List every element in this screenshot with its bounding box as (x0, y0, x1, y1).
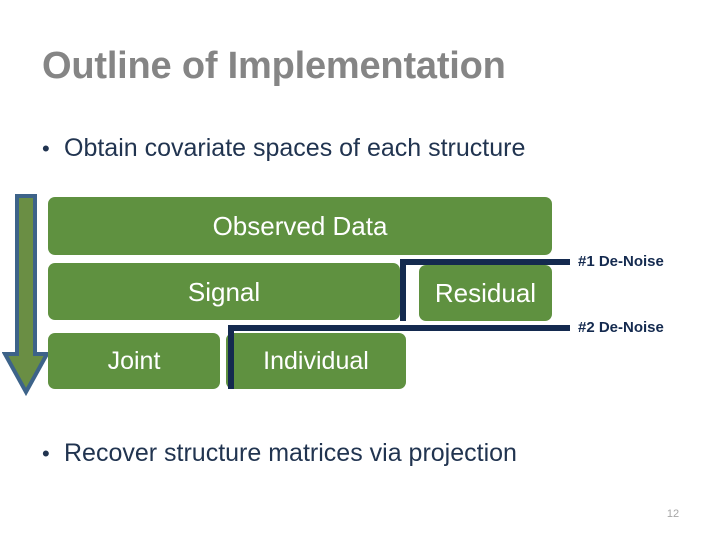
diagram-box-signal[interactable]: Signal (48, 263, 400, 320)
annotation-denoise-2: #2 De-Noise (578, 319, 664, 336)
bullet-text: Recover structure matrices via projectio… (64, 439, 517, 467)
connector-line-denoise-1-horizontal (400, 259, 570, 265)
diagram-box-residual[interactable]: Residual (419, 265, 552, 321)
down-arrow-icon (2, 194, 50, 396)
connector-line-denoise-2-horizontal (228, 325, 570, 331)
annotation-denoise-1: #1 De-Noise (578, 253, 664, 270)
diagram-box-observed-data[interactable]: Observed Data (48, 197, 552, 255)
bullet-item-obtain-covariate-spaces: • Obtain covariate spaces of each struct… (42, 133, 525, 164)
bullet-dot-icon: • (42, 441, 50, 466)
bullet-item-recover-structure-matrices: • Recover structure matrices via project… (42, 438, 517, 469)
diagram-box-label: Signal (187, 276, 261, 307)
diagram-box-individual[interactable]: Individual (226, 333, 406, 389)
page-title: Outline of Implementation (42, 45, 506, 87)
diagram-box-label: Joint (107, 347, 161, 375)
diagram-box-label: Residual (434, 278, 537, 308)
bullet-dot-icon: • (42, 136, 50, 161)
bullet-text: Obtain covariate spaces of each structur… (64, 134, 526, 162)
diagram-box-label: Individual (263, 347, 369, 375)
diagram-box-joint[interactable]: Joint (48, 333, 220, 389)
page-number: 12 (666, 508, 680, 520)
diagram-box-label: Observed Data (212, 211, 388, 241)
connector-line-denoise-2-vertical (228, 325, 234, 389)
connector-line-denoise-1-vertical (400, 259, 406, 321)
